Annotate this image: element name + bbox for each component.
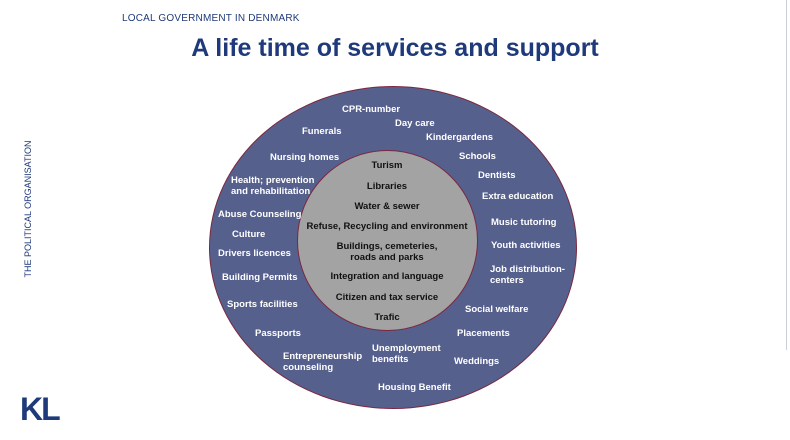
service-drivers-licences: Drivers licences	[218, 248, 291, 259]
service-dentists: Dentists	[478, 170, 516, 181]
service-citizen-tax: Citizen and tax service	[335, 292, 439, 303]
service-nursing-homes: Nursing homes	[270, 152, 340, 163]
service-sports-facilities: Sports facilities	[227, 299, 298, 310]
slide-title: A life time of services and support	[191, 34, 599, 62]
service-passports: Passports	[255, 328, 301, 339]
service-culture: Culture	[232, 229, 266, 240]
service-buildings-cemeteries: Buildings, cemeteries, roads and parks	[336, 241, 438, 263]
service-job-distribution: Job distribution- centers	[490, 264, 565, 286]
service-libraries: Libraries	[366, 181, 408, 192]
service-funerals: Funerals	[302, 126, 342, 137]
service-abuse-counseling: Abuse Counseling	[218, 209, 302, 220]
service-social-welfare: Social welfare	[465, 304, 529, 315]
service-refuse-recycling: Refuse, Recycling and environment	[306, 221, 468, 232]
service-placements: Placements	[457, 328, 510, 339]
service-schools: Schools	[459, 151, 496, 162]
service-unemployment-benefits: Unemployment benefits	[372, 343, 441, 365]
service-health: Health; prevention and rehabilitation	[231, 175, 315, 197]
service-turism: Turism	[371, 160, 403, 171]
inner-circle	[297, 150, 478, 331]
service-water-sewer: Water & sewer	[354, 201, 420, 212]
service-music-tutoring: Music tutoring	[491, 217, 557, 228]
service-trafic: Trafic	[374, 312, 400, 323]
service-extra-education: Extra education	[482, 191, 554, 202]
kl-logo: KL	[20, 391, 61, 427]
service-kindergardens: Kindergardens	[426, 132, 494, 143]
service-youth-activities: Youth activities	[491, 240, 561, 251]
service-integration-language: Integration and language	[330, 271, 444, 282]
service-day-care: Day care	[395, 118, 435, 129]
service-cpr-number: CPR-number	[342, 104, 401, 115]
slide-edge-divider	[786, 0, 787, 350]
side-label: THE POLITICAL ORGANISATION	[23, 140, 33, 278]
service-building-permits: Building Permits	[222, 272, 298, 283]
service-weddings: Weddings	[454, 356, 500, 367]
service-housing-benefit: Housing Benefit	[378, 382, 451, 393]
service-entrepreneurship: Entrepreneurship counseling	[283, 351, 363, 373]
section-header: LOCAL GOVERNMENT IN DENMARK	[122, 13, 300, 24]
